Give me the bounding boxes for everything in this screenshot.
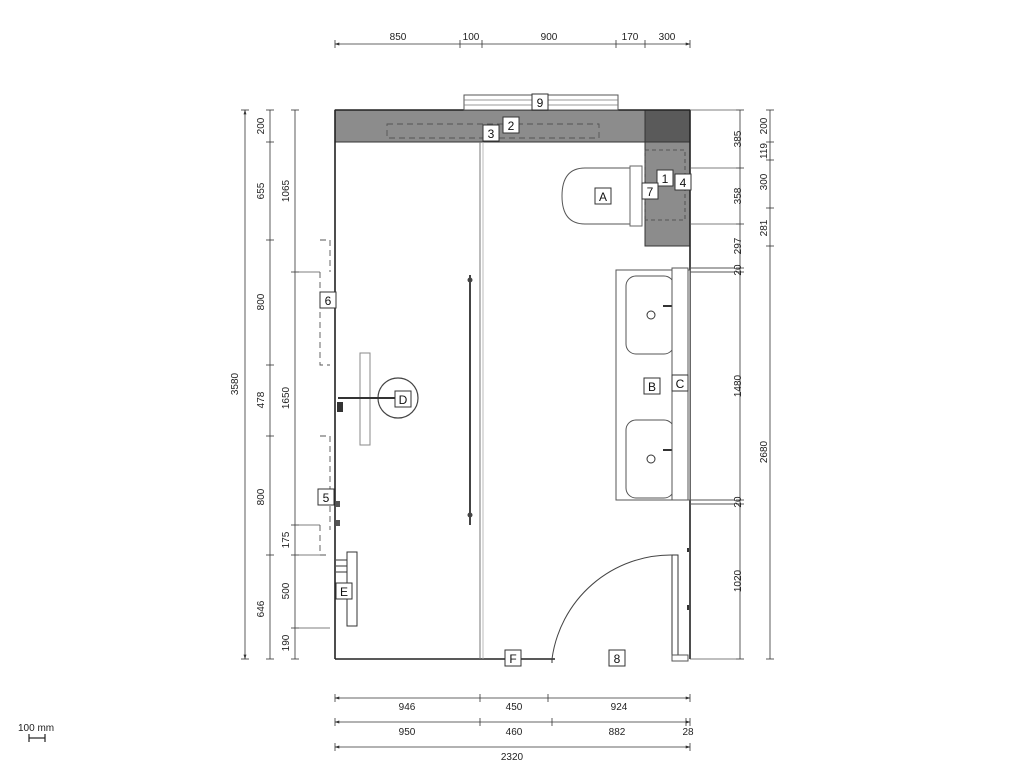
scale-bar: 100 mm [18, 723, 54, 742]
tag-C: C [676, 377, 685, 391]
dim-right-1020: 1020 [733, 569, 744, 592]
dim-left-1650: 1650 [281, 386, 292, 409]
bottom-dimension-chains: 946 450 924 950 460 882 28 2320 [334, 694, 694, 763]
tag-4: 4 [680, 176, 687, 190]
dim-right-20b: 20 [733, 496, 744, 508]
dim-right-2680: 2680 [759, 440, 770, 463]
dim-top-100: 100 [463, 32, 480, 43]
tag-9: 9 [537, 96, 544, 110]
dim-top-170: 170 [622, 32, 639, 43]
dim-right-358: 358 [733, 187, 744, 204]
dim-bottom-total: 2320 [501, 752, 524, 763]
tag-F: F [509, 652, 516, 666]
dim-right-1480: 1480 [733, 374, 744, 397]
dim-left-800a: 800 [256, 293, 267, 310]
scale-label: 100 mm [18, 723, 54, 734]
tag-7: 7 [647, 185, 654, 199]
dim-top-900: 900 [541, 32, 558, 43]
dim-bottom-882: 882 [609, 727, 626, 738]
corner-column [644, 109, 691, 143]
tag-E: E [340, 585, 348, 599]
dim-bottom-450: 450 [506, 702, 523, 713]
dim-bottom-946: 946 [399, 702, 416, 713]
dim-right-297: 297 [733, 237, 744, 254]
dim-right-200: 200 [759, 117, 770, 134]
dim-left-175: 175 [281, 531, 292, 548]
dim-left-500: 500 [281, 582, 292, 599]
room-outline [334, 94, 691, 660]
tag-6: 6 [325, 294, 332, 308]
tag-labels: 9 2 3 A 1 4 7 B C D 6 5 E F 8 [317, 93, 692, 667]
right-dimension-chains: 385 358 297 20 1480 20 1020 200 119 300 … [690, 109, 774, 660]
tag-A: A [599, 190, 607, 204]
dim-right-385: 385 [733, 130, 744, 147]
tag-2: 2 [508, 119, 515, 133]
tag-1: 1 [662, 172, 669, 186]
tag-B: B [648, 380, 656, 394]
top-dimension-chain: 850 100 900 170 300 [334, 32, 691, 48]
dim-right-300: 300 [759, 173, 770, 190]
dim-left-3580: 3580 [230, 372, 241, 395]
left-dimension-chains: 3580 200 655 800 478 800 646 1065 1650 1… [230, 109, 330, 660]
dim-left-190: 190 [281, 634, 292, 651]
dim-right-281: 281 [759, 219, 770, 236]
dim-top-850: 850 [390, 32, 407, 43]
dim-bottom-28: 28 [682, 727, 694, 738]
dim-left-646: 646 [256, 600, 267, 617]
dim-right-20a: 20 [733, 264, 744, 276]
dim-left-200: 200 [256, 117, 267, 134]
dim-bottom-950: 950 [399, 727, 416, 738]
tag-D: D [399, 393, 408, 407]
tag-5: 5 [323, 491, 330, 505]
tag-8: 8 [614, 652, 621, 666]
tag-box-9 [531, 93, 549, 111]
dim-bottom-460: 460 [506, 727, 523, 738]
dim-left-800b: 800 [256, 488, 267, 505]
dim-left-1065: 1065 [281, 179, 292, 202]
dim-left-655: 655 [256, 182, 267, 199]
dim-right-119: 119 [759, 143, 770, 159]
dim-top-300: 300 [659, 32, 676, 43]
door [551, 548, 689, 663]
dim-left-478: 478 [256, 391, 267, 408]
dim-bottom-924: 924 [611, 702, 628, 713]
tag-3: 3 [488, 127, 495, 141]
